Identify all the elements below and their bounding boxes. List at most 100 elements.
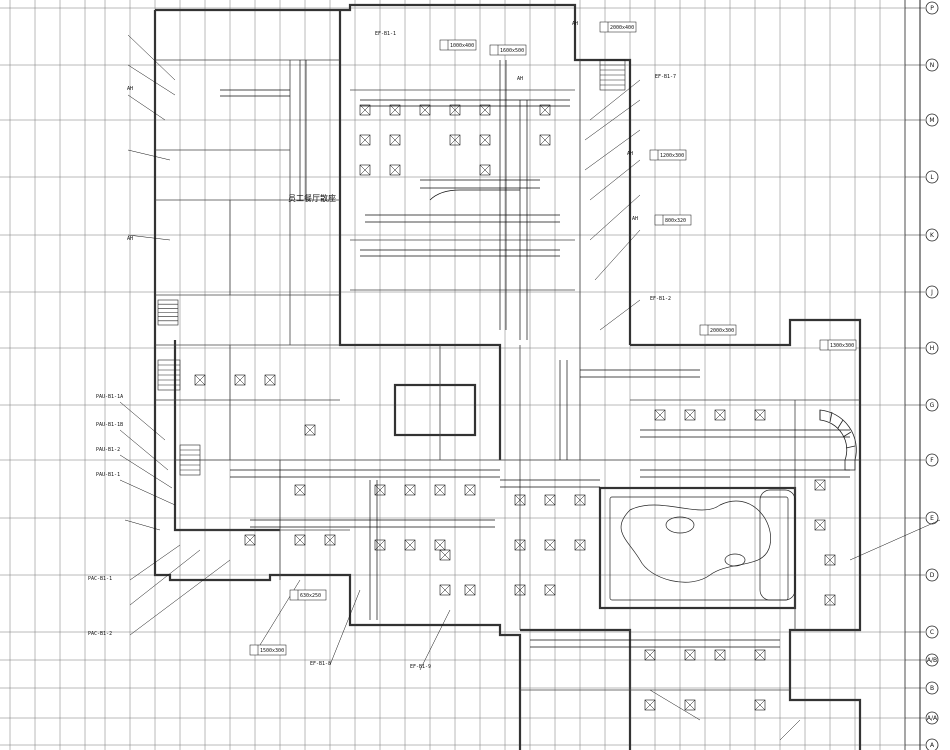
equipment-tag-ah: AH [127, 86, 133, 92]
duct-size-text: 1000x400 [450, 43, 474, 49]
duct-size-box: 1600x500 [489, 44, 527, 56]
diffuser-icon [684, 649, 696, 661]
duct-size-text: 2000x300 [710, 328, 734, 334]
axis-bubble: P [905, 1, 939, 15]
duct-size-box: 800x320 [654, 214, 692, 226]
diffuser-icon [194, 374, 206, 386]
duct-run [580, 369, 700, 378]
axis-bubble: F [905, 453, 939, 467]
duct-run [530, 639, 780, 648]
duct-size-text: 800x320 [665, 218, 686, 224]
duct-size-box: 1300x300 [819, 339, 857, 351]
axis-label: P [930, 5, 934, 12]
axis-label: G [930, 402, 935, 409]
diffuser-icon [324, 534, 336, 546]
equipment-annotations [119, 34, 941, 741]
diffuser-icon [434, 539, 446, 551]
diffuser-icon [479, 104, 491, 116]
equipment-tag-ef1: EF-B1-1 [375, 31, 396, 37]
axis-label: K [930, 232, 935, 239]
svg-text:EF-B1-8: EF-B1-8 [310, 661, 331, 667]
diffuser-icon [544, 584, 556, 596]
svg-text:EF-B1-1: EF-B1-1 [375, 31, 396, 37]
diffuser-icon [824, 554, 836, 566]
diffuser-icon [264, 374, 276, 386]
axis-bubble: N [905, 58, 939, 72]
diffuser-icon [684, 409, 696, 421]
equipment-tag-pau1a: PAU-B1-1A [96, 394, 123, 400]
equipment-tag-ef8: EF-B1-8 [310, 661, 331, 667]
axis-bubble: G [905, 398, 939, 412]
stair-flight [599, 59, 626, 91]
duct-size-text: 1600x500 [500, 48, 524, 54]
axis-label: N [930, 62, 935, 69]
svg-text:PAC-B1-1: PAC-B1-1 [88, 576, 112, 582]
equipment-tag-ah: AH [572, 21, 578, 27]
diffuser-icon [389, 164, 401, 176]
diffuser-icon [419, 104, 431, 116]
equipment-tag-ah: AH [632, 216, 638, 222]
duct-size-box: 1200x300 [649, 149, 687, 161]
stair-flight [179, 444, 201, 476]
axis-label: L [930, 174, 934, 181]
diffuser-icon [514, 539, 526, 551]
diffuser-icon [439, 584, 451, 596]
diffuser-icon [374, 539, 386, 551]
diffuser-icon [359, 134, 371, 146]
duct-run [559, 360, 568, 460]
diffuser-icon [389, 134, 401, 146]
axis-bubble: K [905, 228, 939, 242]
diffuser-icon [714, 649, 726, 661]
diffuser-icon [574, 539, 586, 551]
diffuser-icon [389, 104, 401, 116]
duct-run [299, 60, 307, 200]
duct-size-box: 630x250 [289, 589, 327, 601]
diffuser-icon [439, 549, 451, 561]
duct-run [220, 89, 290, 97]
svg-text:PAU-B1-1B: PAU-B1-1B [96, 422, 123, 428]
svg-text:PAU-B1-2: PAU-B1-2 [96, 447, 120, 453]
axis-label: M [929, 117, 934, 124]
axis-bubble: D [905, 568, 939, 582]
svg-text:EF-B1-9: EF-B1-9 [410, 664, 431, 670]
diffuser-icon [814, 479, 826, 491]
stair-flight [157, 359, 181, 391]
diffuser-icon [404, 484, 416, 496]
duct-size-text: 1200x300 [660, 153, 684, 159]
diffuser-icon [814, 519, 826, 531]
equipment-tag-ef7: EF-B1-7 [655, 74, 676, 80]
axis-bubble: L [905, 170, 939, 184]
diffuser-icon [244, 534, 256, 546]
diffuser-icon [544, 539, 556, 551]
svg-text:PAC-B1-2: PAC-B1-2 [88, 631, 112, 637]
axis-label: C [930, 629, 934, 636]
diffuser-icon [449, 134, 461, 146]
room-label-staff-dining: 员工餐厅散座 [288, 193, 336, 203]
spiral-stair [819, 409, 857, 471]
equipment-tag-ah: AH [627, 151, 633, 157]
diffuser-icon [539, 104, 551, 116]
axis-bubble: A/A [905, 711, 939, 725]
duct-size-box: 1500x300 [249, 644, 287, 656]
equipment-tag-ef9: EF-B1-9 [410, 664, 431, 670]
axis-label: D [930, 572, 935, 579]
axis-label: F [930, 457, 934, 464]
diffuser-icon [479, 134, 491, 146]
diffuser-icon [754, 649, 766, 661]
duct-run [429, 189, 520, 201]
diffuser-icon [464, 584, 476, 596]
equipment-tag-pau1b: PAU-B1-1B [96, 422, 123, 428]
interior-partitions [155, 59, 860, 700]
diffuser-icon [479, 164, 491, 176]
building-walls [153, 3, 862, 750]
axis-label: E [930, 515, 934, 522]
diffuser-icon [374, 484, 386, 496]
duct-run [499, 60, 507, 330]
diffuser-icon [404, 539, 416, 551]
duct-size-text: 2000x400 [610, 25, 634, 31]
duct-run [640, 429, 850, 438]
diffuser-icon [574, 494, 586, 506]
axis-label: A [930, 742, 935, 749]
diffuser-icon [544, 494, 556, 506]
